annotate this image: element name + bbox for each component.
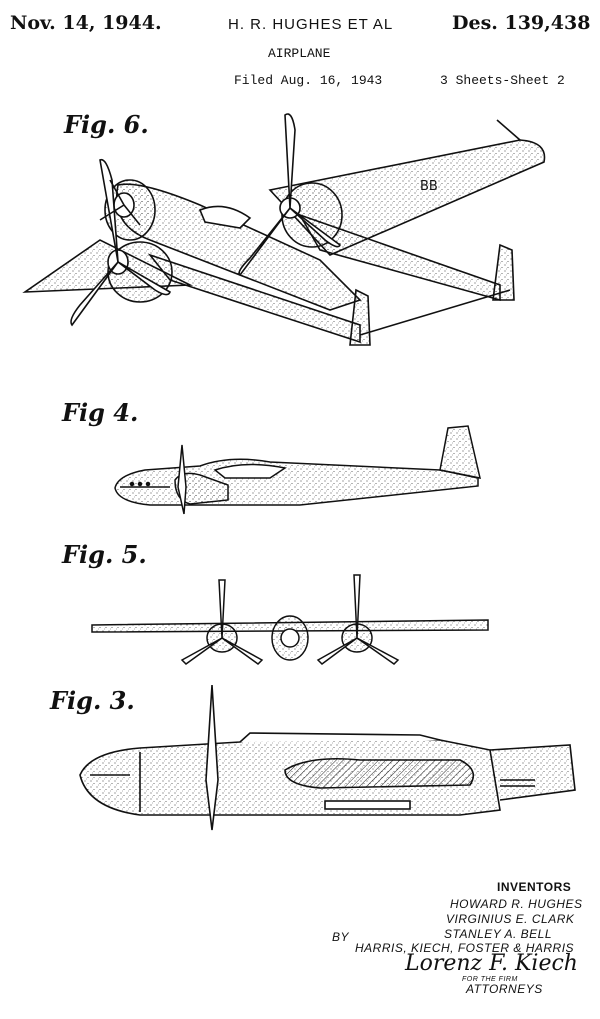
attorney-signature: Lorenz F. Kiech (405, 951, 578, 976)
sheet-count: 3 Sheets-Sheet 2 (440, 73, 565, 88)
fig6-drawing: BB (22, 113, 546, 346)
patent-title: AIRPLANE (268, 46, 331, 61)
attorneys-label: ATTORNEYS (466, 982, 543, 996)
fig3-drawing (79, 684, 576, 831)
inventors-short: H. R. HUGHES ET AL (228, 16, 394, 33)
inventor-name-2: VIRGINIUS E. CLARK (446, 912, 575, 926)
law-firm: HARRIS, KIECH, FOSTER & HARRIS (355, 941, 575, 955)
by-label: BY (332, 930, 350, 944)
svg-text:BB: BB (420, 179, 438, 194)
fig3-label: Fig. 3. (50, 686, 135, 715)
fig6-label: Fig. 6. (64, 110, 149, 139)
for-the-firm: FOR THE FIRM (462, 976, 518, 983)
inventors-heading: INVENTORS (497, 880, 572, 894)
fig4-label: Fig 4. (62, 398, 139, 427)
patent-number: Des. 139,438 (452, 12, 591, 34)
fig4-drawing (114, 425, 481, 515)
fig5-label: Fig. 5. (62, 540, 147, 569)
filed-date: Filed Aug. 16, 1943 (234, 73, 383, 88)
inventor-name-3: STANLEY A. BELL (444, 927, 552, 941)
patent-date: Nov. 14, 1944. (10, 12, 162, 34)
fig5-drawing (91, 574, 489, 665)
inventor-name-1: HOWARD R. HUGHES (450, 897, 583, 911)
